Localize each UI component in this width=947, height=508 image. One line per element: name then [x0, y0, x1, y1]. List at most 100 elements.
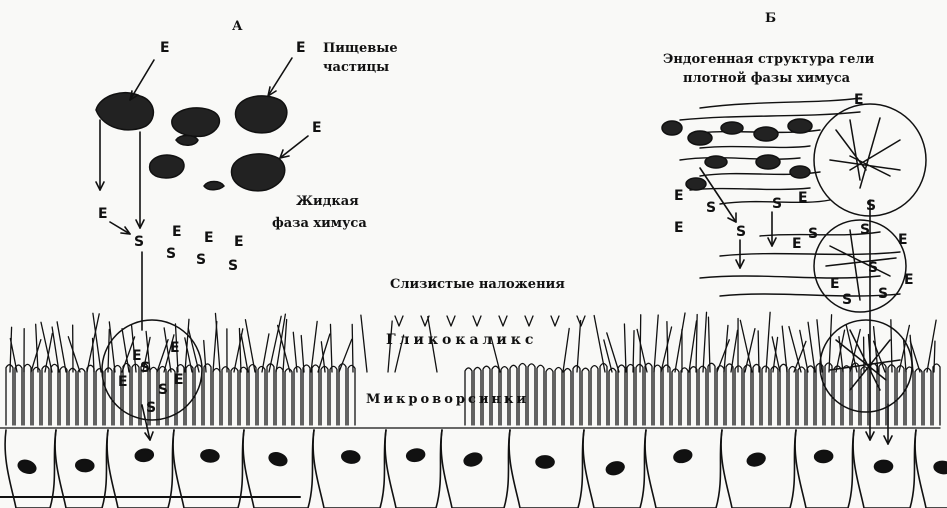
svg-text:E: E: [160, 40, 170, 56]
svg-text:E: E: [234, 234, 244, 250]
glycocalyx-filament: [800, 330, 808, 372]
glycocalyx-filament: [563, 328, 569, 372]
glycocalyx-filament: [675, 313, 685, 372]
endogenous-structure-label-line2: плотной фазы химуса: [683, 71, 851, 86]
glycocalyx-filament: [311, 321, 317, 372]
cell-nucleus: [605, 460, 626, 477]
glycocalyx-filament: [361, 315, 367, 372]
cell-nucleus: [536, 456, 554, 468]
svg-text:S: S: [146, 400, 156, 416]
svg-text:E: E: [98, 206, 108, 222]
glycocalyx-filament: [654, 315, 658, 372]
glycocalyx-filament: [577, 320, 581, 372]
panel-b-title: Б: [765, 11, 776, 26]
glycocalyx-filament: [607, 333, 619, 372]
mucus-fragment: [421, 316, 429, 326]
glycocalyx-filament: [215, 313, 220, 372]
svg-text:E: E: [792, 236, 802, 252]
cell-nucleus: [874, 460, 892, 472]
food-particles: [96, 93, 287, 191]
glycocalyx-filament: [109, 322, 115, 372]
cell-nucleus: [814, 450, 833, 463]
mucus-fragment: [447, 316, 455, 326]
cell-nucleus: [200, 449, 219, 463]
cell-nucleus: [933, 460, 947, 474]
svg-text:S: S: [772, 196, 782, 212]
svg-text:S: S: [878, 286, 888, 302]
panel-a-circle-symbols: E S E E S E S: [118, 340, 184, 416]
svg-text:E: E: [898, 232, 908, 248]
mucus-fragment: [499, 316, 507, 326]
svg-text:E: E: [296, 40, 306, 56]
svg-text:S: S: [158, 382, 168, 398]
svg-text:S: S: [706, 200, 716, 216]
svg-text:E: E: [830, 276, 840, 292]
svg-text:E: E: [904, 272, 914, 288]
glycocalyx-filament: [293, 332, 297, 372]
svg-text:E: E: [204, 230, 214, 246]
epithelial-cell: [645, 430, 722, 508]
panel-a-title: А: [232, 19, 243, 34]
epithelial-cell: [313, 430, 386, 508]
mucus-fragment: [525, 316, 533, 326]
glycocalyx-filament: [703, 312, 707, 372]
microvilli-label: Микроворсинки: [366, 392, 529, 407]
glycocalyx-filament: [766, 312, 770, 372]
cell-nucleus: [746, 451, 767, 467]
cell-nucleus: [673, 448, 693, 464]
mucus-fragment: [551, 316, 559, 326]
svg-text:S: S: [808, 226, 818, 242]
cell-nucleus: [341, 450, 360, 464]
svg-text:S: S: [860, 222, 870, 238]
mucus-fragment: [473, 316, 481, 326]
svg-text:S: S: [866, 198, 876, 214]
glycocalyx-filament: [808, 322, 815, 372]
mucus-layer-label: Слизистые наложения: [390, 277, 565, 292]
svg-text:E: E: [674, 220, 684, 236]
glycocalyx-filament: [68, 337, 80, 372]
cell-nucleus: [463, 451, 484, 468]
glycocalyx-filament: [789, 327, 801, 372]
cell-nucleus: [76, 459, 95, 472]
glycocalyx-filament: [689, 321, 696, 372]
endogenous-structure-label-line1: Эндогенная структура гели: [663, 52, 875, 67]
cell-nucleus: [135, 448, 154, 462]
epithelial-cell: [721, 430, 796, 508]
svg-text:S: S: [140, 360, 150, 376]
cell-nucleus: [406, 448, 426, 463]
epithelial-cell: [795, 430, 854, 508]
cell-nucleus: [268, 451, 289, 468]
svg-text:E: E: [172, 224, 182, 240]
epithelial-cell: [441, 430, 510, 508]
glycocalyx-filament: [108, 329, 109, 372]
liquid-phase-label-line1: Жидкая: [296, 194, 359, 209]
gel-phase-particles: [662, 119, 812, 190]
svg-text:E: E: [170, 340, 180, 356]
epithelial-cell: [509, 430, 584, 508]
food-particles-label-line1: Пищевые: [323, 41, 398, 56]
svg-text:S: S: [196, 252, 206, 268]
glycocalyx-label: Гликокаликс: [386, 332, 537, 348]
glycocalyx-filament: [667, 322, 668, 372]
liquid-phase-label-line2: фаза химуса: [272, 216, 367, 231]
svg-text:S: S: [736, 224, 746, 240]
svg-text:S: S: [166, 246, 176, 262]
svg-text:E: E: [854, 92, 864, 108]
svg-text:E: E: [118, 374, 128, 390]
svg-text:S: S: [228, 258, 238, 274]
food-particles-label-line2: частицы: [323, 60, 389, 75]
svg-text:S: S: [134, 234, 144, 250]
glycocalyx-filament: [934, 341, 935, 372]
epithelial-cell: [385, 430, 442, 508]
cell-nucleus: [17, 458, 38, 475]
svg-text:E: E: [674, 188, 684, 204]
glycocalyx-filament: [624, 324, 626, 372]
svg-text:E: E: [798, 190, 808, 206]
glycocalyx-filament: [241, 334, 248, 372]
svg-text:S: S: [842, 292, 852, 308]
svg-text:E: E: [312, 120, 322, 136]
svg-text:E: E: [174, 372, 184, 388]
glycocalyx-filament: [330, 324, 332, 372]
